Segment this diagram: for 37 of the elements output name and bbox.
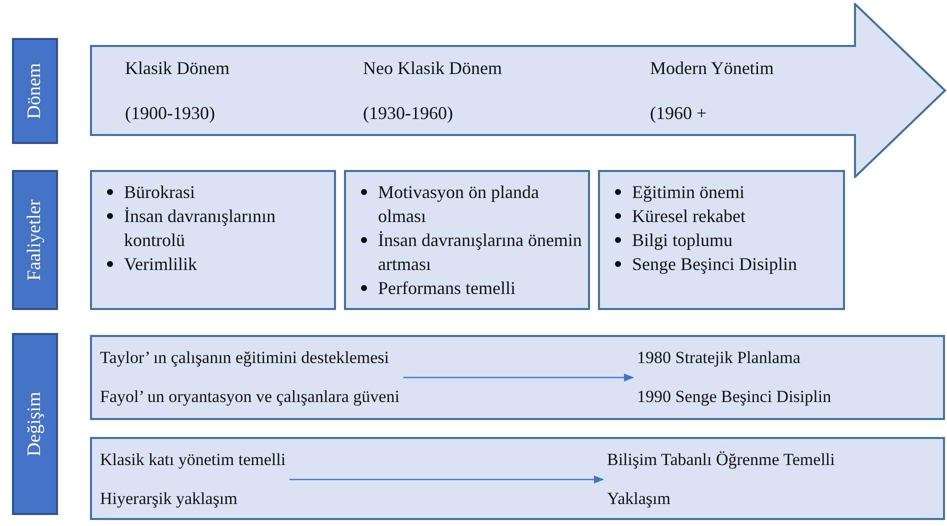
bullet-item: İnsan davranışlarının kontrolü bbox=[124, 204, 328, 252]
change-box bbox=[90, 437, 945, 520]
arrow bbox=[403, 374, 634, 382]
bullet-item: Performans temelli bbox=[378, 276, 582, 300]
bullet-item: Bürokrasi bbox=[124, 180, 328, 204]
section-tab bbox=[12, 170, 58, 310]
bullet-item: Motivasyon ön planda olması bbox=[378, 180, 582, 228]
period-years: (1960 + bbox=[650, 103, 707, 124]
arrow bbox=[290, 476, 604, 484]
period-years: (1930-1960) bbox=[363, 103, 453, 124]
period-title: Neo Klasik Dönem bbox=[363, 58, 502, 79]
bullet-item: İnsan davranışlarına önemin artması bbox=[378, 228, 582, 276]
activity-box bbox=[344, 170, 590, 310]
change-text: Klasik katı yönetim temelli bbox=[100, 449, 286, 471]
change-text: 1980 Stratejik Planlama bbox=[637, 347, 802, 369]
section-label: Dönem bbox=[24, 63, 46, 119]
section-label: Faaliyetler bbox=[24, 199, 46, 281]
change-text: Hiyerarşik yaklaşım bbox=[100, 488, 238, 510]
bullet-item: Senge Beşinci Disiplin bbox=[632, 252, 837, 276]
period-years: (1900-1930) bbox=[125, 103, 215, 124]
change-text: Yaklaşım bbox=[607, 488, 672, 510]
change-text: Fayol’ un oryantasyon ve çalışanlara güveni bbox=[100, 386, 400, 408]
change-text: Taylor’ ın çalışanın eğitimini desteklemesi bbox=[100, 347, 390, 369]
section-label: Değişim bbox=[24, 392, 46, 456]
change-text: Bilişim Tabanlı Öğrenme Temelli bbox=[607, 449, 835, 471]
section-tab bbox=[12, 38, 58, 144]
bullet-item: Bilgi toplumu bbox=[632, 228, 837, 252]
bullet-item: Küresel rekabet bbox=[632, 204, 837, 228]
activity-box bbox=[90, 170, 336, 310]
change-box bbox=[90, 335, 945, 420]
change-text: 1990 Senge Beşinci Disiplin bbox=[637, 386, 832, 408]
activity-box bbox=[598, 170, 845, 310]
bullet-item: Verimlilik bbox=[124, 252, 328, 276]
bullet-item: Eğitimin önemi bbox=[632, 180, 837, 204]
period-title: Klasik Dönem bbox=[125, 58, 230, 79]
section-tab bbox=[12, 333, 58, 515]
period-title: Modern Yönetim bbox=[650, 58, 774, 79]
